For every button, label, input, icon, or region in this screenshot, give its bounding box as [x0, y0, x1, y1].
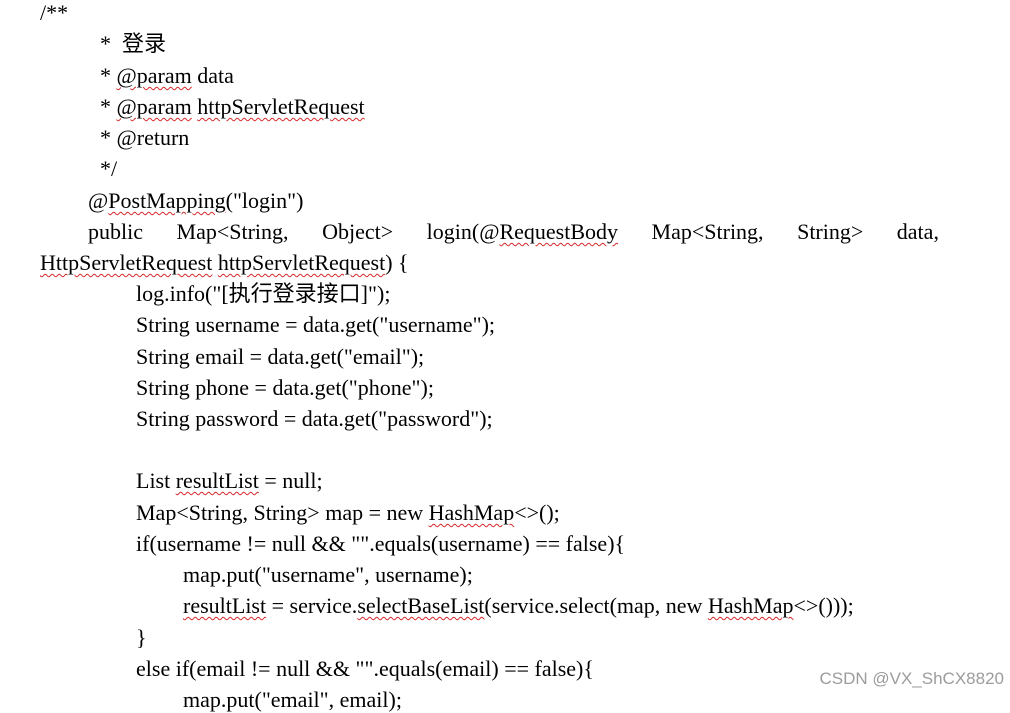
code-text: = service. [266, 593, 358, 618]
code-text: String email = data.get("email"); [136, 344, 425, 369]
code-line: @PostMapping("login") [88, 188, 303, 214]
code-word: data, [897, 219, 939, 245]
code-line: else if(email != null && "".equals(email… [136, 656, 594, 682]
code-text: (service.select(map, new [484, 593, 708, 618]
code-line: public Map<String, Object> login(@RequestBo… [88, 219, 939, 245]
spellcheck-flagged-word: HashMap [428, 500, 515, 525]
code-line: } [136, 625, 147, 651]
spellcheck-flagged-word: httpServletRequest [197, 94, 365, 119]
code-line: HttpServletRequest httpServletRequest) { [40, 250, 409, 276]
code-line: log.info("[执行登录接口]"); [136, 281, 390, 307]
code-line: map.put("email", email); [183, 687, 402, 713]
code-text: */ [100, 156, 118, 181]
spellcheck-flagged-word: PostMapping [108, 188, 226, 213]
code-word: public [88, 219, 143, 245]
code-text: log.info("[执行登录接口]"); [136, 281, 391, 306]
spellcheck-flagged-word: RequestBody [499, 219, 619, 244]
code-word: Object> [322, 219, 393, 245]
code-text: login(@ [426, 219, 500, 244]
spellcheck-flagged-word: httpServletRequest [217, 250, 386, 275]
code-text: Map<String, [651, 219, 764, 244]
spellcheck-flagged-word: @param [116, 63, 192, 88]
code-text: map.put("username", username); [183, 562, 473, 587]
code-line: map.put("username", username); [183, 562, 473, 588]
code-text: = null; [258, 468, 323, 493]
code-line: /** [40, 0, 68, 26]
code-line: resultList = service.selectBaseList(serv… [183, 593, 854, 619]
code-text: ("login") [225, 188, 304, 213]
code-word: String> [797, 219, 863, 245]
code-text: ) { [385, 250, 409, 275]
spellcheck-flagged-word: HashMap [707, 593, 794, 618]
code-text: * @return [100, 125, 190, 150]
code-text: Map<String, [176, 219, 289, 244]
code-text: if(username != null && "".equals(usernam… [136, 531, 626, 556]
document-page: /*** 登录* @param data* @param httpServlet… [40, 0, 939, 712]
spellcheck-flagged-word: resultList [183, 593, 267, 618]
code-text: * [100, 63, 117, 88]
code-text: List [136, 468, 176, 493]
code-text: <>(); [514, 500, 560, 525]
code-line: * 登录 [100, 31, 166, 57]
code-text: map.put("email", email); [183, 687, 402, 712]
code-text: String> [797, 219, 864, 244]
code-text: data [191, 63, 234, 88]
code-text: @ [88, 188, 109, 213]
code-word: Map<String, [652, 219, 764, 245]
code-text: * 登录 [100, 31, 167, 56]
spellcheck-flagged-word: selectBaseList [357, 593, 485, 618]
code-text: Map<String, String> map = new [136, 500, 429, 525]
code-line: Map<String, String> map = new HashMap<>(… [136, 500, 560, 526]
code-line: String username = data.get("username"); [136, 312, 495, 338]
csdn-watermark: CSDN @VX_ShCX8820 [819, 669, 1004, 688]
code-text: else if(email != null && "".equals(email… [136, 656, 594, 681]
code-line: */ [100, 156, 117, 182]
code-text: /** [40, 0, 69, 25]
code-line: * @param data [100, 63, 234, 89]
spellcheck-flagged-word: @param [116, 94, 192, 119]
code-text: String phone = data.get("phone"); [136, 375, 434, 400]
code-text: * [100, 94, 117, 119]
code-text: String password = data.get("password"); [136, 406, 493, 431]
code-text: data, [896, 219, 939, 244]
spellcheck-flagged-word: HttpServletRequest [40, 250, 213, 275]
code-line: String phone = data.get("phone"); [136, 375, 434, 401]
spellcheck-flagged-word: resultList [175, 468, 259, 493]
code-text: } [136, 625, 147, 650]
code-line: if(username != null && "".equals(usernam… [136, 531, 625, 557]
code-line: List resultList = null; [136, 468, 323, 494]
code-line: * @return [100, 125, 189, 151]
code-text: String username = data.get("username"); [136, 312, 496, 337]
code-text: <>())); [793, 593, 854, 618]
code-line: String email = data.get("email"); [136, 344, 424, 370]
code-line: String password = data.get("password"); [136, 406, 493, 432]
code-line: * @param httpServletRequest [100, 94, 365, 120]
code-text: Object> [322, 219, 394, 244]
code-word: Map<String, [177, 219, 289, 245]
code-word: login(@RequestBody [427, 219, 618, 245]
code-text: public [88, 219, 143, 244]
